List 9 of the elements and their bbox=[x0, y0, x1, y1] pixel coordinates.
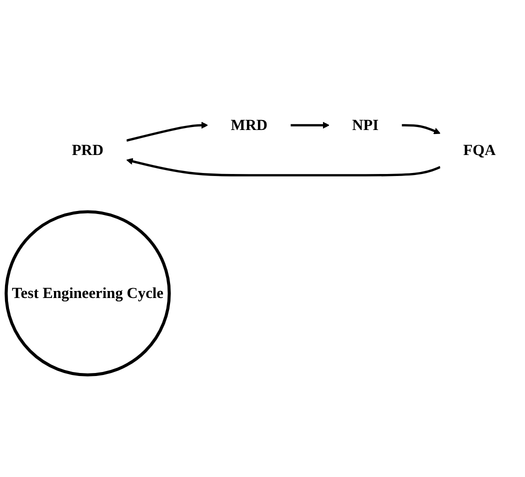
arrow bbox=[402, 124, 441, 134]
node-text: MRD bbox=[230, 116, 268, 134]
arrow bbox=[290, 122, 330, 129]
node-text: PRD bbox=[72, 142, 104, 159]
node-text: FQA bbox=[463, 142, 496, 159]
arrow bbox=[126, 122, 208, 142]
node-circle: Test Engineering Cycle bbox=[4, 210, 171, 376]
arrow bbox=[126, 158, 441, 176]
node-text: NPI bbox=[352, 116, 379, 134]
